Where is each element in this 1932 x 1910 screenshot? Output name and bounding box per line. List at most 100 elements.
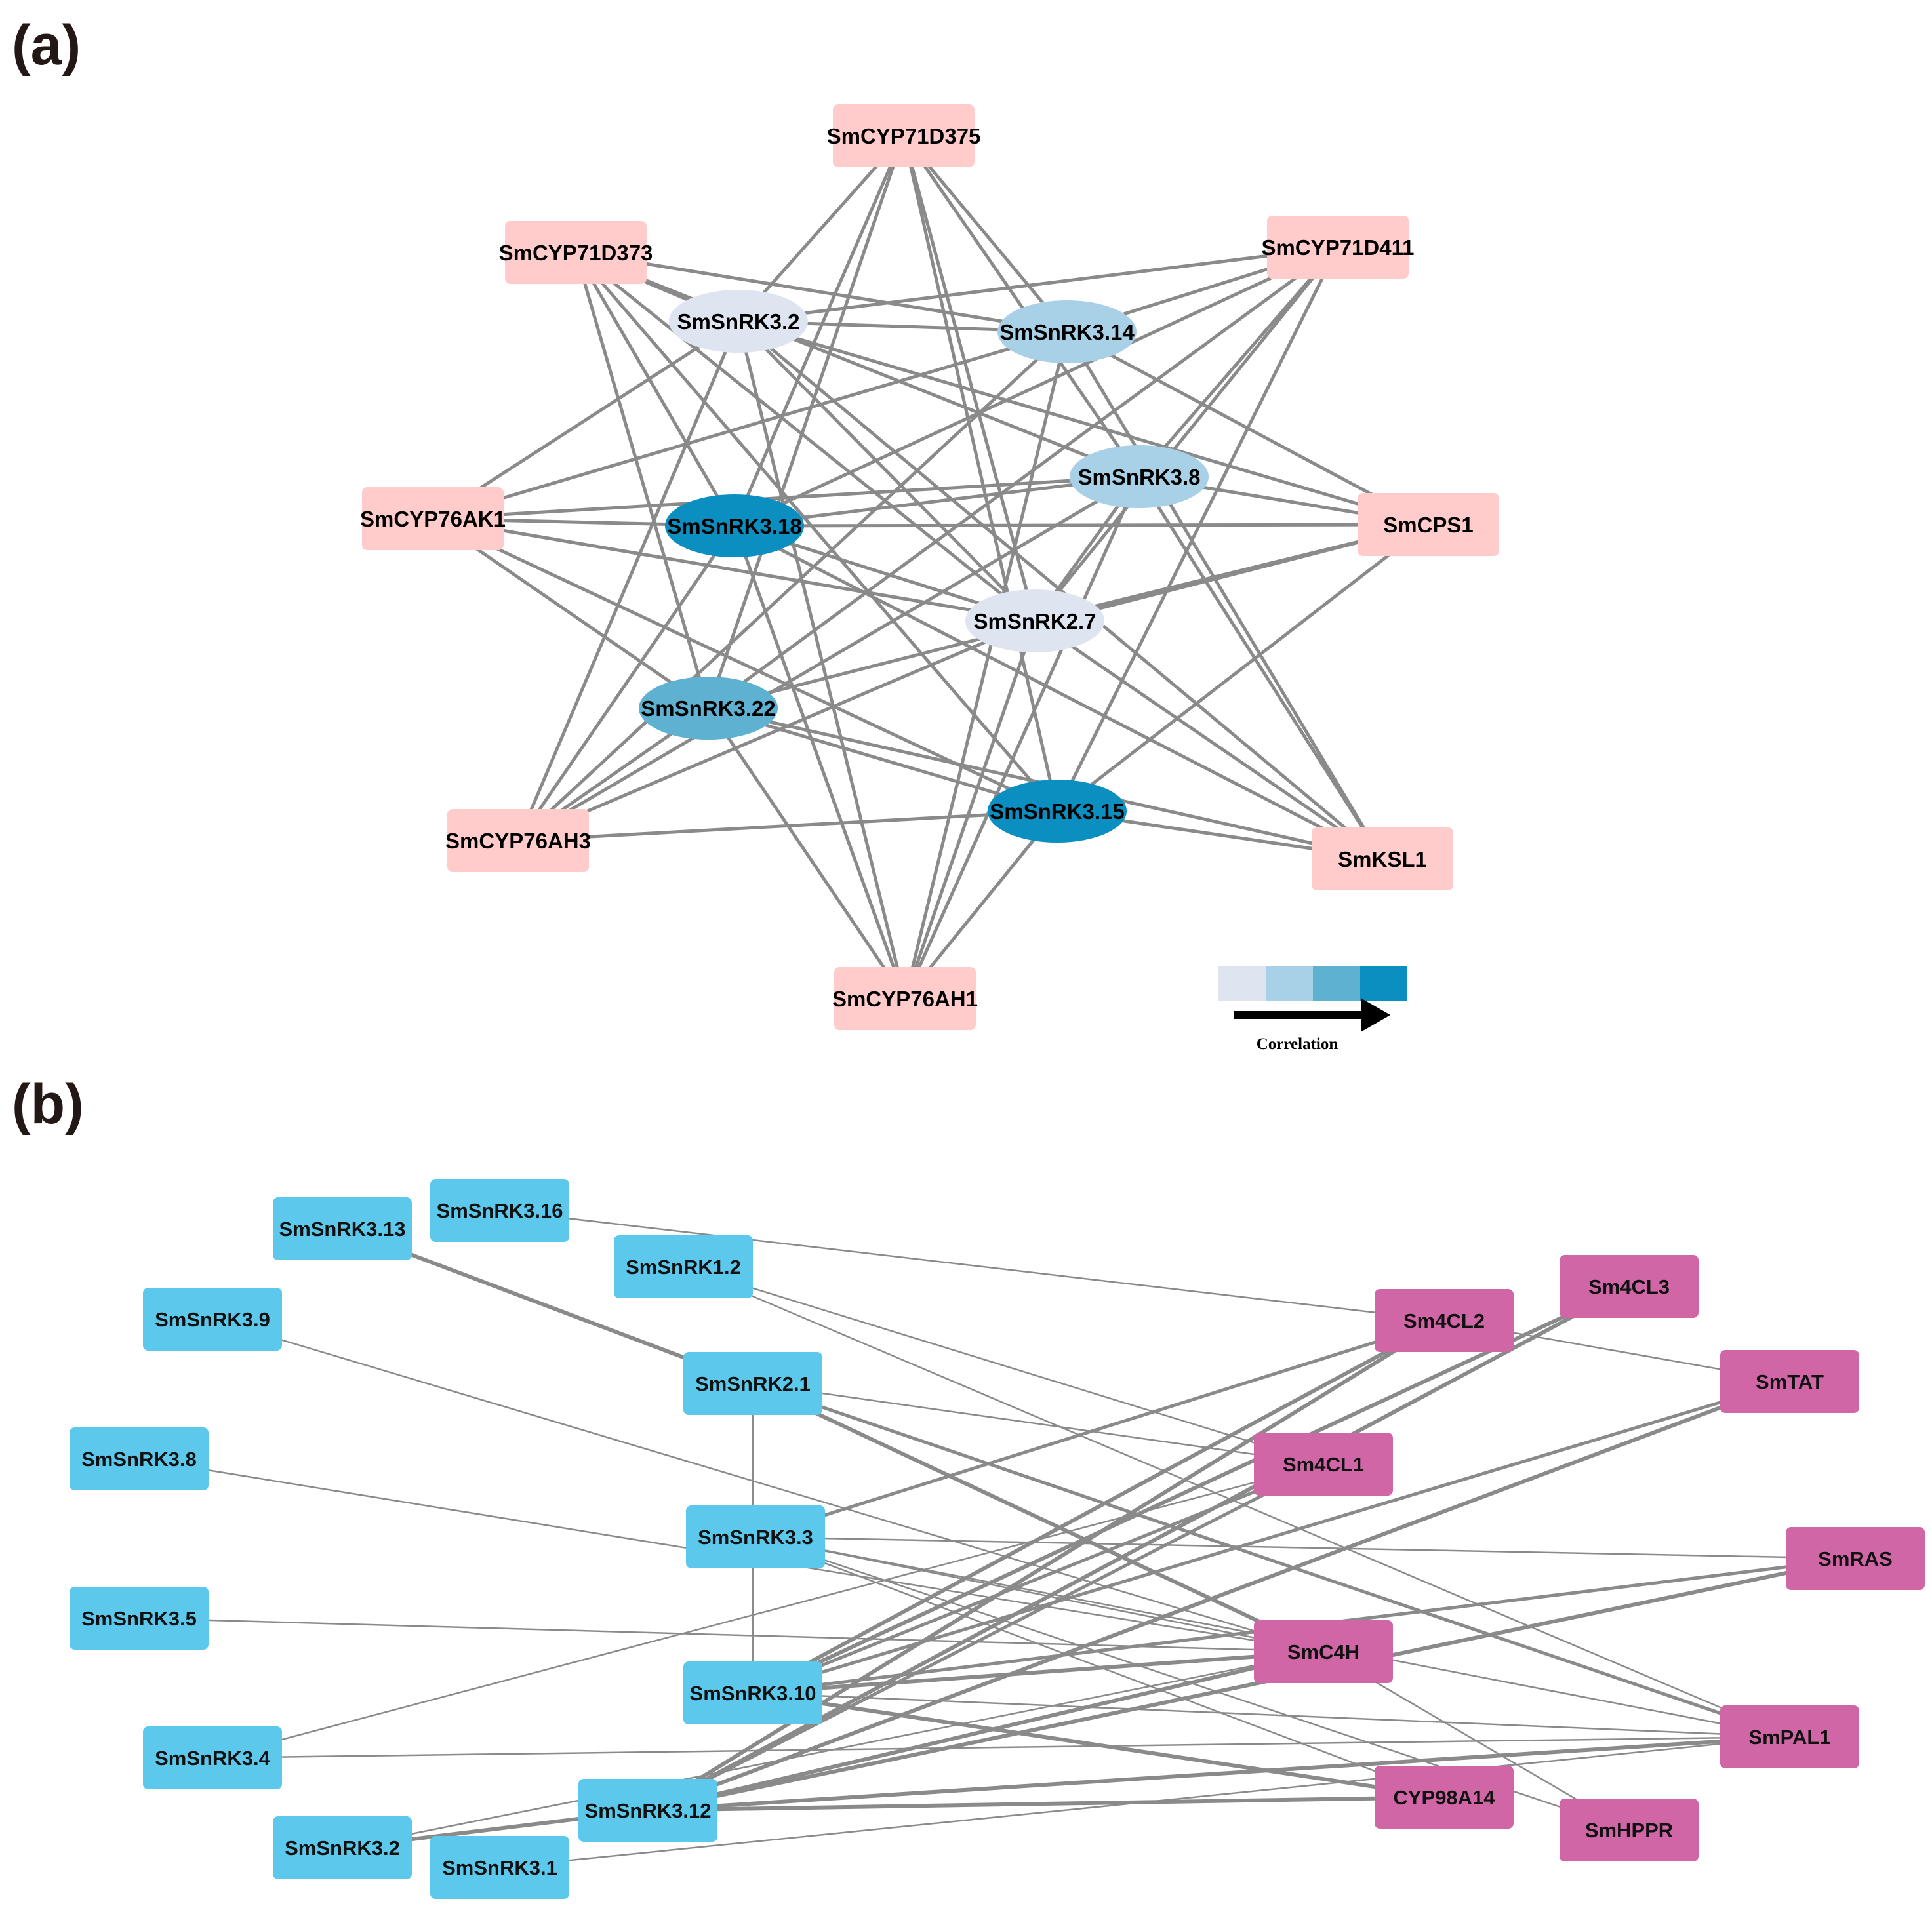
edge-CYP76AK1-S38 [432,475,1140,521]
edge-CYP76AH3-S314 [517,330,1068,842]
node-label: CYP98A14 [1393,1786,1495,1809]
node-box [1720,1350,1859,1413]
node-S322: SmSnRK3.22 [639,677,778,740]
node-ellipse [665,494,804,557]
legend-swatch-1 [1218,966,1266,1001]
legend-color-scale [1218,966,1407,1001]
node-label: SmSnRK3.10 [690,1682,816,1705]
edge-CYP76AK1-S32 [432,319,740,521]
edge-b12-ppal1 [683,1265,1790,1738]
node-label: SmSnRK3.18 [667,514,801,538]
node-box [505,221,647,284]
edge-CYP76AH1-S318 [733,525,907,999]
node-label: SmSnRK3.12 [585,1799,712,1822]
edge-CYP76AH1-S38 [903,475,1141,1000]
node-box [1254,1620,1393,1683]
node-label: Sm4CL2 [1403,1309,1485,1332]
node-b33: SmSnRK3.3 [686,1505,825,1568]
node-box [1560,1255,1699,1318]
node-box [1312,827,1453,890]
node-label: SmCYP71D411 [1262,235,1415,260]
edge-b12-p4cl1 [683,1265,1324,1465]
node-label: SmCYP76AK1 [360,507,506,531]
node-b32: SmSnRK3.2 [273,1816,412,1879]
node-ellipse [669,290,808,353]
node-box [70,1587,209,1650]
node-box [362,487,504,550]
node-b12: SmSnRK1.2 [614,1235,753,1298]
edge-b33-p4cl2 [755,1319,1445,1539]
edge-CYP71D375-S315 [902,135,1059,812]
node-box [1254,1433,1393,1496]
node-label: SmSnRK3.8 [81,1448,197,1471]
panel-b: (b) SmSnRK3.13SmSnRK3.16SmSnRK1.2SmSnRK3… [12,1073,1925,1899]
node-S314: SmSnRK3.14 [997,300,1137,363]
edge-CYP76AH3-S27 [517,619,1036,843]
edge-CYP76AH1-S27 [903,620,1037,999]
node-phppr: SmHPPR [1560,1799,1699,1861]
node-label: SmCPS1 [1383,513,1474,537]
legend-swatch-4 [1360,966,1407,1001]
node-box [578,1779,717,1842]
node-label: SmSnRK3.2 [677,309,799,334]
node-label: SmSnRK3.9 [155,1308,270,1331]
node-label: SmHPPR [1585,1819,1673,1842]
edge-CYP71D375-S27 [902,135,1037,622]
edge-b32-pc4h [342,1650,1324,1849]
node-label: SmSnRK3.13 [279,1218,406,1241]
node-CYP71D375: SmCYP71D375 [827,104,980,167]
node-label: SmSnRK3.15 [990,799,1124,824]
node-p4cl2: Sm4CL2 [1375,1289,1514,1352]
node-label: SmSnRK3.3 [698,1526,813,1549]
node-label: SmSnRK3.1 [442,1856,557,1879]
node-box [1375,1766,1514,1829]
node-ptat: SmTAT [1720,1350,1859,1413]
edge-CYP71D373-S318 [574,251,736,527]
node-ellipse [965,589,1104,652]
panel-a-label: (a) [12,14,81,77]
node-label: SmC4H [1287,1641,1359,1663]
correlation-legend: Correlation [1218,966,1407,1053]
node-label: SmSnRK2.1 [695,1372,811,1395]
node-label: SmSnRK3.2 [285,1837,400,1860]
node-KSL1: SmKSL1 [1312,827,1453,890]
edge-CYP71D411-S38 [1138,246,1339,478]
legend-swatch-2 [1266,966,1313,1001]
panel-b-label: (b) [12,1073,84,1136]
node-ellipse [639,677,778,740]
edge-b21-ppal1 [752,1382,1790,1739]
node-box [430,1179,569,1242]
node-S38: SmSnRK3.8 [1070,445,1209,508]
node-CYP71D411: SmCYP71D411 [1262,216,1415,279]
edge-CYP71D373-S322 [574,252,710,709]
node-p4cl3: Sm4CL3 [1560,1255,1699,1318]
edge-CYP71D373-S315 [574,251,1058,812]
legend-swatch-3 [1313,966,1360,1001]
node-S318: SmSnRK3.18 [665,494,804,557]
node-box [430,1836,569,1899]
edge-KSL1-S32 [737,320,1384,860]
node-box [1720,1705,1859,1768]
node-b35: SmSnRK3.5 [70,1587,209,1650]
node-box [614,1235,753,1298]
edge-S318-S38 [734,475,1140,528]
edge-S32-S27 [737,320,1036,622]
node-box [70,1427,209,1490]
node-CYP76AK1: SmCYP76AK1 [360,487,506,550]
node-pcyp: CYP98A14 [1375,1766,1514,1829]
edge-b31-ppal1 [499,1736,1790,1869]
node-box [683,1352,822,1415]
edge-CPS1-S318 [734,523,1429,528]
node-label: SmSnRK2.7 [973,609,1096,633]
edge-CYP76AK1-S27 [432,517,1036,623]
node-label: SmSnRK3.14 [999,320,1135,344]
edge-b21-p4cl1 [752,1382,1324,1465]
node-S32: SmSnRK3.2 [669,290,808,353]
panel-b-nodes: SmSnRK3.13SmSnRK3.16SmSnRK1.2SmSnRK3.9Sm… [70,1179,1925,1899]
edge-b310-p4cl2 [752,1319,1445,1695]
edge-CYP71D373-S38 [575,250,1140,479]
node-box [686,1505,825,1568]
legend-arrow-head [1361,998,1390,1032]
node-pras: SmRAS [1786,1527,1925,1590]
